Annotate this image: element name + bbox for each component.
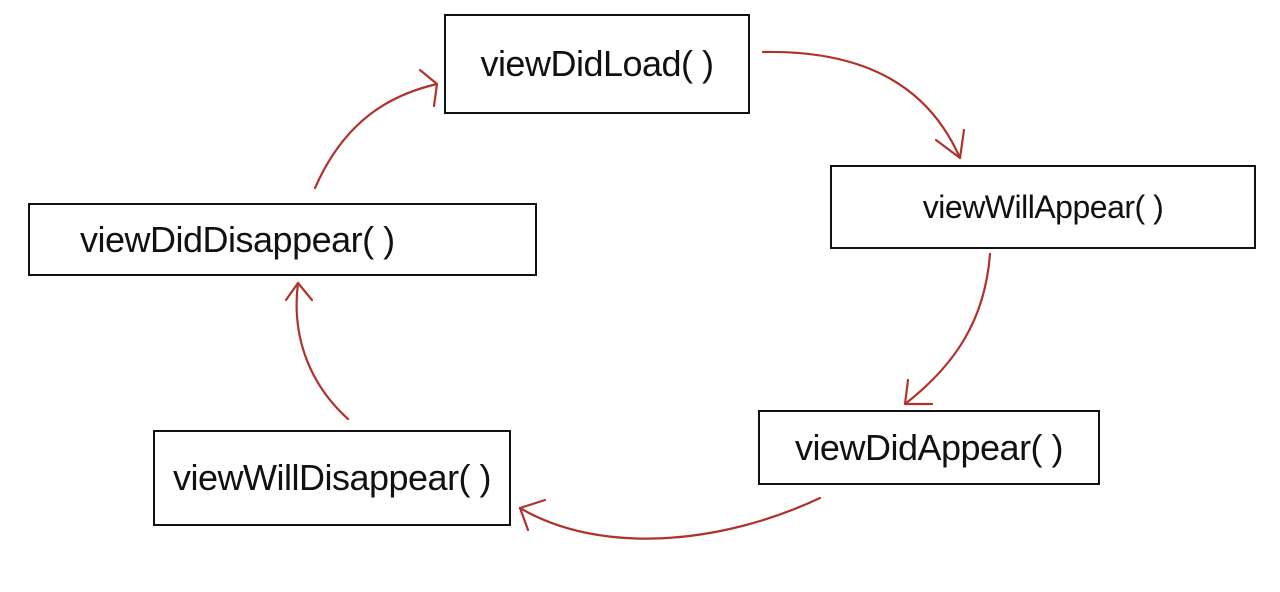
node-label: viewWillAppear( ) bbox=[922, 188, 1164, 225]
node-label: viewDidLoad( ) bbox=[480, 43, 714, 84]
node-view-will-appear: viewWillAppear( ) bbox=[830, 165, 1256, 249]
node-view-did-disappear: viewDidDisappear( ) bbox=[28, 203, 537, 276]
node-view-did-appear: viewDidAppear( ) bbox=[758, 410, 1100, 485]
node-view-will-disappear: viewWillDisappear( ) bbox=[153, 430, 511, 526]
node-label: viewDidAppear( ) bbox=[794, 426, 1064, 468]
arrow-didappear-to-willdisappear bbox=[518, 496, 822, 540]
node-label: viewDidDisappear( ) bbox=[80, 218, 395, 260]
arrow-diddisappear-to-load bbox=[313, 68, 439, 190]
node-label: viewWillDisappear( ) bbox=[172, 457, 492, 498]
arrow-load-to-willappear bbox=[761, 50, 966, 160]
arrow-willdisappear-to-diddisappear bbox=[284, 281, 350, 421]
arrow-willappear-to-didappear bbox=[903, 252, 992, 406]
node-view-did-load: viewDidLoad( ) bbox=[444, 14, 750, 114]
